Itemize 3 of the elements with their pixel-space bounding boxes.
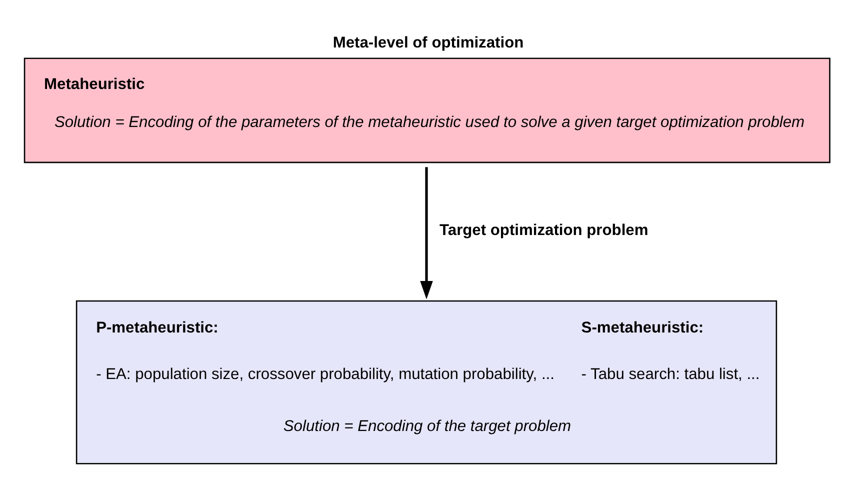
node-label: Meta-level of optimization [332, 34, 524, 51]
edge-label: Target optimization problem [440, 221, 648, 238]
arrow [420, 166, 433, 299]
